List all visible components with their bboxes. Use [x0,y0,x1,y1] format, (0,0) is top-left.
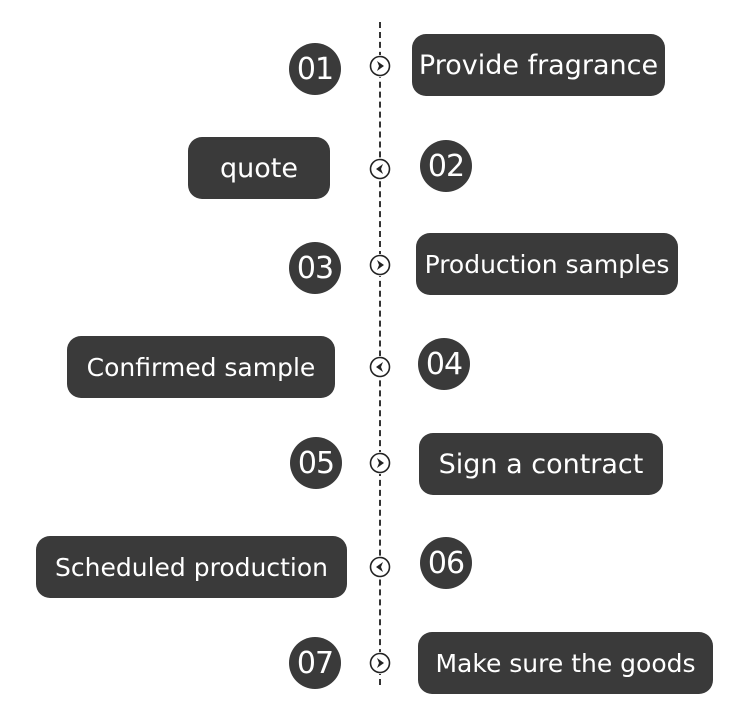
chevron-right-icon [369,55,391,77]
step-number-03: 03 [289,242,341,294]
step-label-01: Provide fragrance [412,34,665,96]
step-label-06: Scheduled production [36,536,347,598]
chevron-right-icon [369,254,391,276]
step-number-02: 02 [420,140,472,192]
step-number-07: 07 [289,637,341,689]
step-label-05: Sign a contract [419,433,663,495]
step-number-05: 05 [290,437,342,489]
step-number-06: 06 [420,537,472,589]
chevron-left-icon [369,556,391,578]
step-label-07: Make sure the goods [418,632,713,694]
timeline-line [379,22,381,685]
chevron-right-icon [369,452,391,474]
step-label-04: Confirmed sample [67,336,335,398]
step-number-01: 01 [289,43,341,95]
chevron-right-icon [369,652,391,674]
chevron-left-icon [369,356,391,378]
step-label-02: quote [188,137,330,199]
step-label-03: Production samples [416,233,678,295]
chevron-left-icon [369,158,391,180]
step-number-04: 04 [418,338,470,390]
